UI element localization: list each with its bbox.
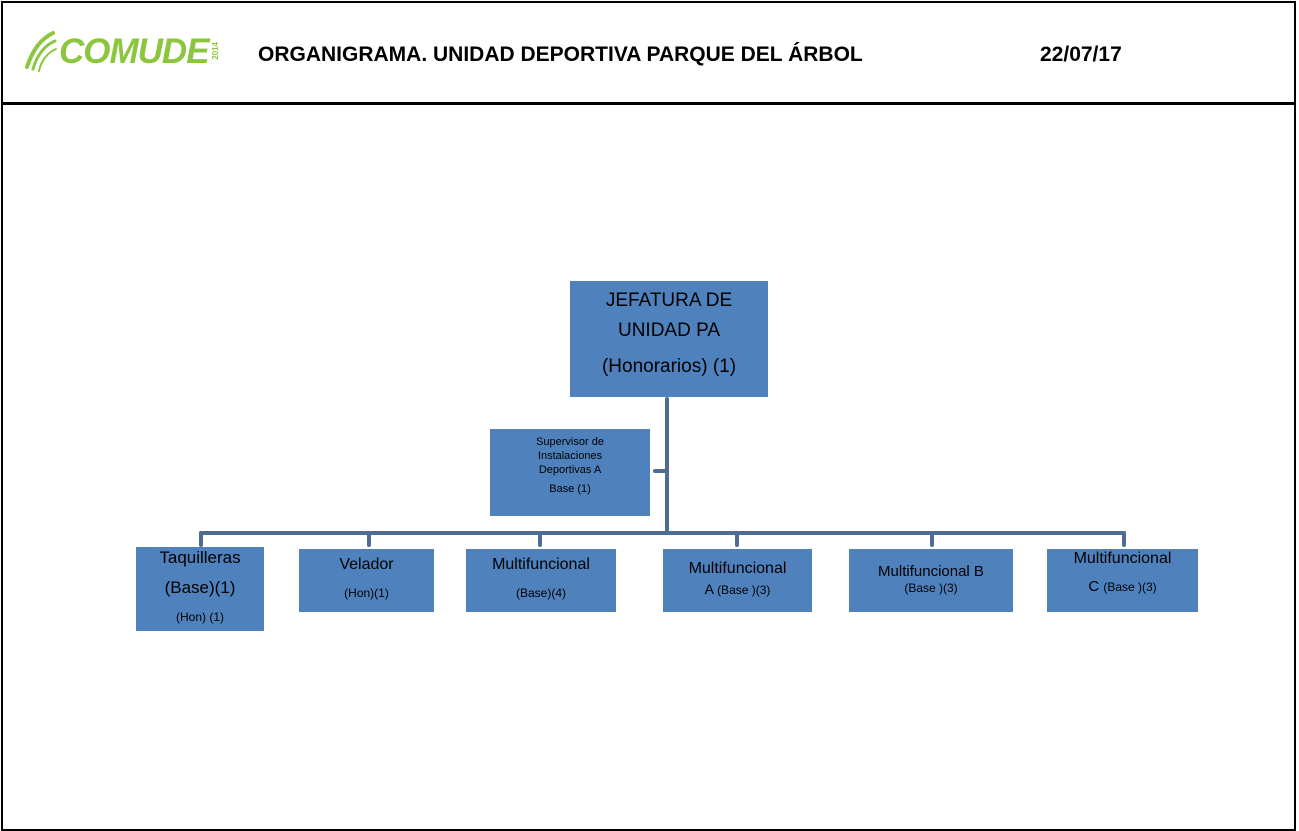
org-node-velador: Velador (Hon)(1) bbox=[299, 549, 434, 612]
comude-logo: COMUDE 2014 bbox=[19, 28, 220, 74]
child-4-letter: A bbox=[704, 581, 714, 597]
page-date: 22/07/17 bbox=[1040, 43, 1122, 66]
root-line-3: (Honorarios) (1) bbox=[601, 356, 737, 377]
child-6-line-1: Multifuncional bbox=[1073, 550, 1172, 567]
child-4-line-1: Multifuncional bbox=[688, 560, 787, 577]
child-2-line-2: (Hon)(1) bbox=[344, 586, 389, 600]
org-node-multifuncional-a: Multifuncional A (Base )(3) bbox=[663, 549, 812, 612]
runner-logo-icon bbox=[25, 31, 57, 72]
org-node-multifuncional-b: Multifuncional B (Base )(3) bbox=[849, 549, 1013, 612]
org-node-root: JEFATURA DE UNIDAD PA (Honorarios) (1) bbox=[570, 281, 768, 397]
child-5-line-2: (Base )(3) bbox=[904, 581, 958, 595]
root-line-2: UNIDAD PA bbox=[617, 320, 721, 341]
child-1-line-3: (Hon) (1) bbox=[175, 610, 224, 624]
child-6-qualifier: (Base )(3) bbox=[1103, 580, 1157, 594]
child-3-line-2: (Base)(4) bbox=[515, 586, 566, 600]
logo-text: COMUDE bbox=[59, 31, 210, 71]
child-1-line-2: (Base)(1) bbox=[164, 578, 236, 597]
child-5-line-1: Multifuncional B bbox=[878, 563, 984, 580]
header: COMUDE 2014 ORGANIGRAMA. UNIDAD DEPORTIV… bbox=[1, 1, 1296, 105]
assistant-line-1: Supervisor de bbox=[536, 436, 604, 448]
assistant-line-4: Base (1) bbox=[549, 483, 591, 495]
org-node-assistant: Supervisor de Instalaciones Deportivas A… bbox=[490, 429, 650, 516]
child-3-line-1: Multifuncional bbox=[492, 556, 590, 573]
child-6-line-2: C (Base )(3) bbox=[1047, 577, 1198, 597]
root-line-1: JEFATURA DE bbox=[605, 290, 733, 311]
child-4-qualifier: (Base )(3) bbox=[717, 583, 771, 597]
assistant-line-2: Instalaciones bbox=[537, 450, 603, 462]
child-1-line-1: Taquilleras bbox=[159, 548, 241, 567]
child-6-letter: C bbox=[1088, 578, 1100, 595]
org-node-taquilleras: Taquilleras (Base)(1) (Hon) (1) bbox=[136, 547, 264, 631]
child-4-line-2: A (Base )(3) bbox=[663, 579, 812, 600]
org-node-multifuncional-c: Multifuncional C (Base )(3) bbox=[1047, 549, 1198, 612]
page-title: ORGANIGRAMA. UNIDAD DEPORTIVA PARQUE DEL… bbox=[258, 43, 863, 66]
org-node-multifuncional: Multifuncional (Base)(4) bbox=[466, 549, 616, 612]
child-2-line-1: Velador bbox=[339, 556, 394, 573]
assistant-line-3: Deportivas A bbox=[538, 464, 602, 476]
